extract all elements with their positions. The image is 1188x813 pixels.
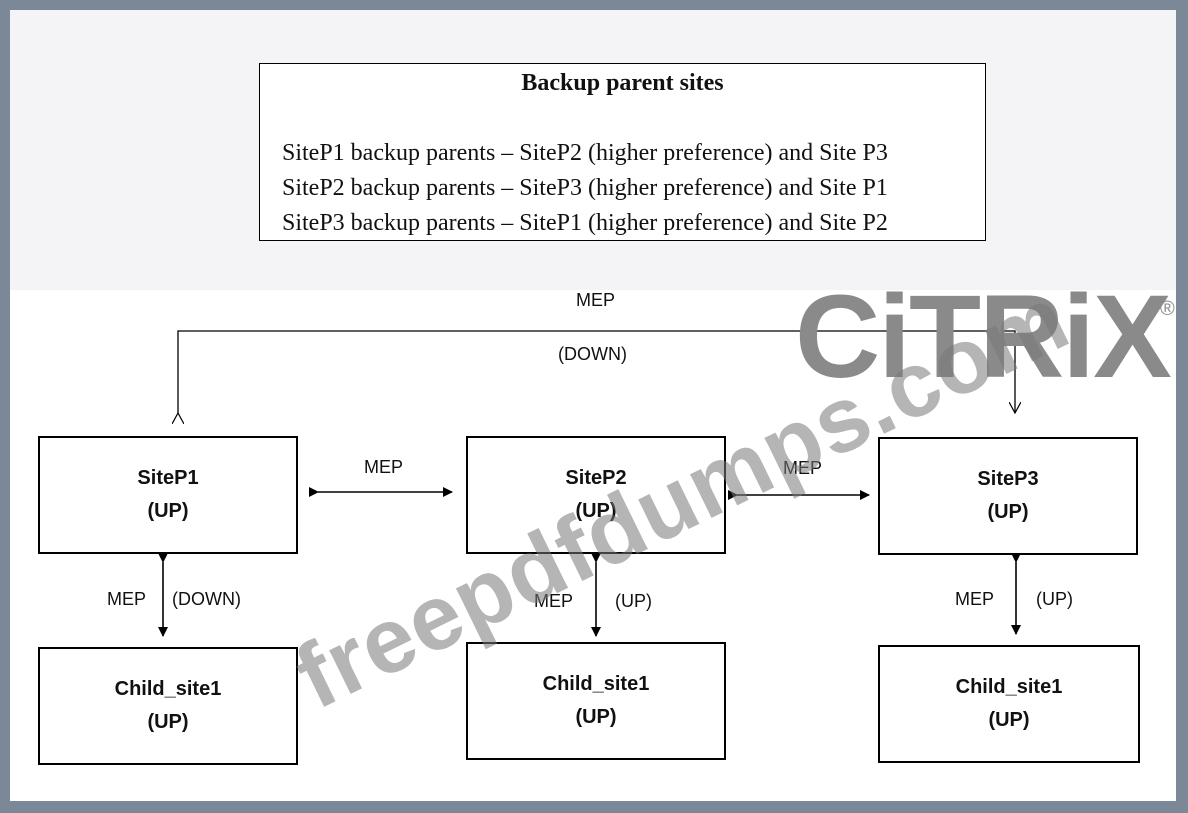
legend-line-3: SiteP3 backup parents – SiteP1 (higher p… — [282, 210, 888, 236]
peer-link-label-1: MEP — [364, 457, 404, 477]
site-status: (UP) — [575, 500, 617, 522]
child-name: Child_site1 — [114, 678, 222, 700]
site-box-p2: SiteP2 (UP) — [466, 436, 726, 554]
child-link-label-1: MEP — [107, 589, 147, 609]
child-status: (UP) — [988, 709, 1030, 731]
legend-line-2: SiteP2 backup parents – SiteP3 (higher p… — [282, 175, 888, 201]
child-link-label-2: MEP — [534, 591, 574, 611]
child-box-3: Child_site1 (UP) — [878, 645, 1140, 763]
top-mep-link — [178, 330, 1015, 413]
legend-title: Backup parent sites — [521, 70, 724, 96]
child-link-status-2: (UP) — [615, 591, 652, 611]
site-status: (UP) — [987, 501, 1029, 523]
citrix-logo: CiTRiX — [795, 271, 1172, 403]
child-status: (UP) — [147, 711, 189, 733]
child-name: Child_site1 — [955, 676, 1063, 698]
child-link-status-1: (DOWN) — [172, 589, 241, 609]
child-name: Child_site1 — [542, 673, 650, 695]
top-link-label: MEP — [576, 290, 616, 310]
child-box-2: Child_site1 (UP) — [466, 642, 726, 760]
child-status: (UP) — [575, 706, 617, 728]
child-link-status-3: (UP) — [1036, 589, 1073, 609]
site-name: SiteP3 — [977, 468, 1039, 490]
peer-link-label-2: MEP — [783, 458, 823, 478]
child-box-1: Child_site1 (UP) — [38, 647, 298, 765]
site-box-p3: SiteP3 (UP) — [878, 437, 1138, 555]
legend-box: Backup parent sites SiteP1 backup parent… — [259, 63, 986, 241]
site-name: SiteP2 — [565, 467, 627, 489]
site-name: SiteP1 — [137, 467, 199, 489]
legend-line-1: SiteP1 backup parents – SiteP2 (higher p… — [282, 140, 888, 166]
child-link-label-3: MEP — [955, 589, 995, 609]
site-status: (UP) — [147, 500, 189, 522]
site-box-p1: SiteP1 (UP) — [38, 436, 298, 554]
registered-mark: ® — [1160, 298, 1175, 320]
top-link-status: (DOWN) — [558, 344, 627, 364]
